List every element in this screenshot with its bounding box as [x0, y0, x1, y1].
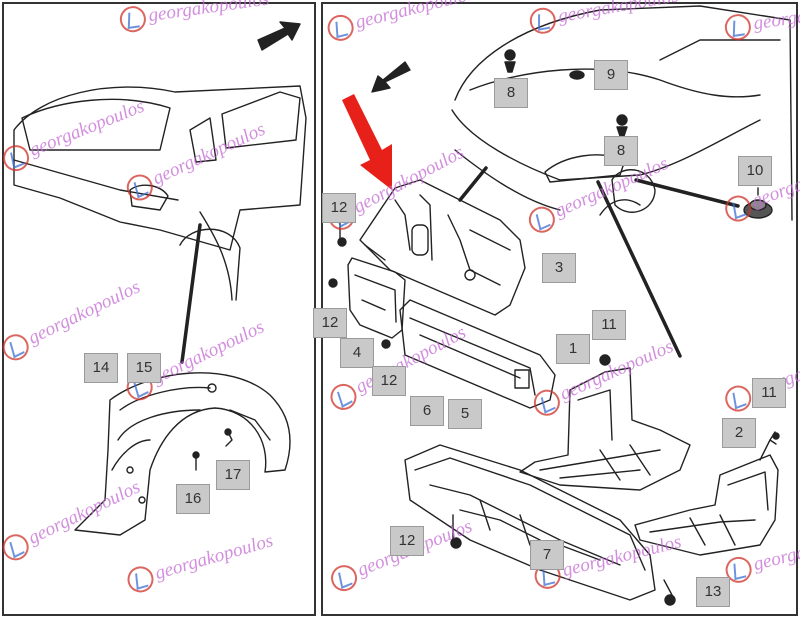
guide-lines-right: [339, 166, 740, 546]
part-label-2: 2: [722, 418, 756, 448]
part-label-15: 15: [127, 353, 161, 383]
part-label-1: 1: [556, 334, 590, 364]
part-label-17: 17: [216, 460, 250, 490]
part-label-12: 12: [313, 308, 347, 338]
part-label-8: 8: [604, 136, 638, 166]
part-label-4: 4: [340, 338, 374, 368]
part-label-12: 12: [322, 193, 356, 223]
splash-shield-part: [519, 367, 691, 491]
radiator-support-part: [359, 179, 526, 316]
part-label-10: 10: [738, 156, 772, 186]
car-outline-right: [451, 5, 793, 221]
part-label-7: 7: [530, 540, 564, 570]
direction-arrow-right: [371, 61, 411, 93]
part-label-11: 11: [592, 310, 626, 340]
lower-undertray-part: [404, 444, 656, 601]
side-shield-part: [634, 431, 779, 556]
watermark-logo-icon: [118, 4, 148, 34]
part-label-11: 11: [752, 378, 786, 408]
fasteners: [328, 49, 780, 606]
part-label-3: 3: [542, 253, 576, 283]
watermark-logo-icon: [723, 12, 753, 42]
guide-line-left: [180, 223, 202, 364]
fender-liner-part: [74, 372, 291, 536]
part-label-6: 6: [410, 396, 444, 426]
car-outline-left: [13, 85, 307, 301]
part-label-12: 12: [372, 366, 406, 396]
lower-grille-part: [399, 299, 556, 409]
part-label-14: 14: [84, 353, 118, 383]
part-label-16: 16: [176, 484, 210, 514]
red-pointer-arrow: [342, 94, 392, 190]
part-label-8: 8: [494, 78, 528, 108]
watermark-logo-icon: [527, 5, 558, 36]
part-label-9: 9: [594, 60, 628, 90]
direction-arrow-left: [257, 21, 301, 51]
part-label-5: 5: [448, 399, 482, 429]
part-label-12: 12: [390, 526, 424, 556]
part-label-13: 13: [696, 577, 730, 607]
bracket-part: [347, 257, 406, 339]
